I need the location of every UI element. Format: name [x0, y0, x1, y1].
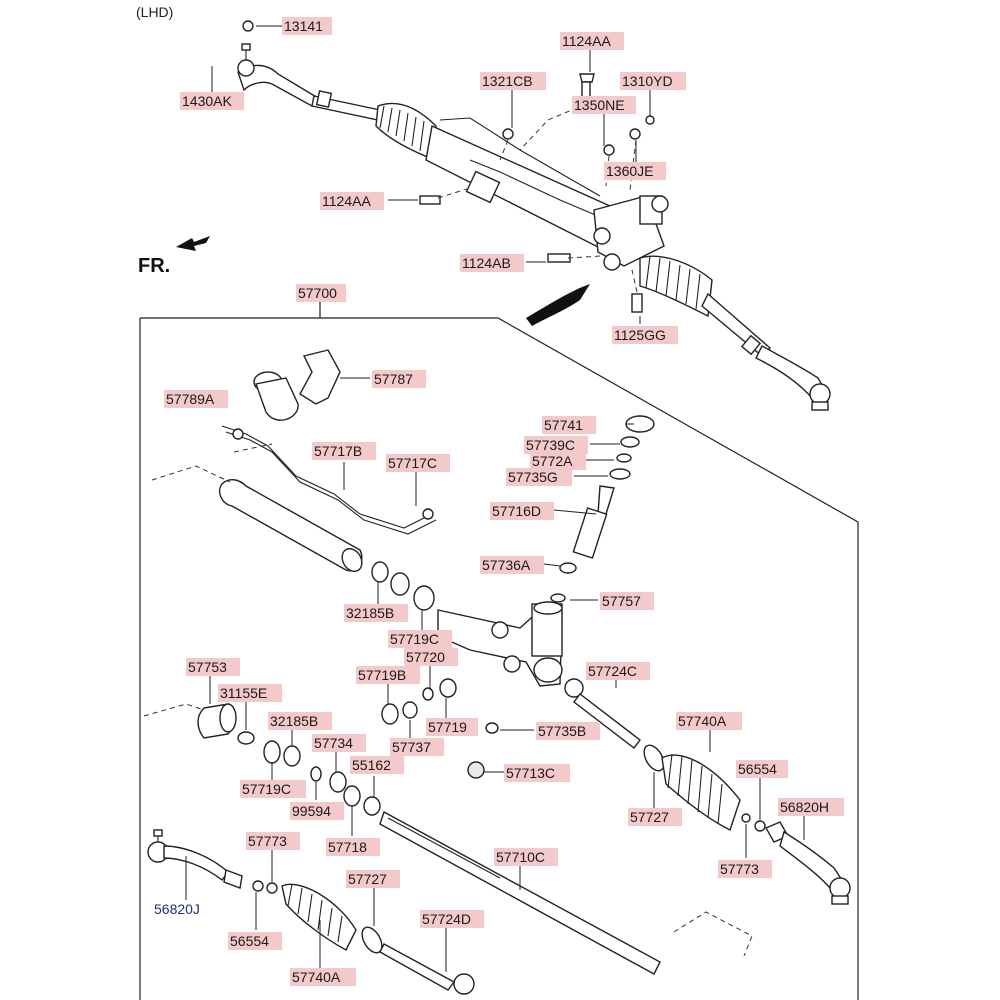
part-label-57734: 57734 — [314, 735, 353, 751]
part-label-57719B: 57719B — [358, 667, 406, 683]
part-label-1360JE: 1360JE — [606, 163, 653, 179]
part-label-57700: 57700 — [298, 285, 337, 301]
part-label-57716D: 57716D — [492, 503, 541, 519]
part-label-55162: 55162 — [352, 757, 391, 773]
exploded-parts — [143, 349, 851, 995]
part-label-56554-right: 56554 — [738, 761, 777, 777]
part-label-57719C-a: 57719C — [390, 631, 439, 647]
part-label-56820H: 56820H — [780, 799, 829, 815]
part-label-57724C: 57724C — [588, 663, 637, 679]
part-label-1310YD: 1310YD — [622, 73, 673, 89]
part-label-57713C: 57713C — [506, 765, 555, 781]
part-label-32185B-b: 32185B — [270, 713, 318, 729]
part-label-57718: 57718 — [328, 839, 367, 855]
part-label-1124AA-top: 1124AA — [562, 33, 611, 49]
part-label-1321CB: 1321CB — [482, 73, 533, 89]
part-label-57727-left: 57727 — [348, 871, 387, 887]
part-label-1124AB: 1124AB — [462, 255, 511, 271]
part-label-57787: 57787 — [374, 371, 413, 387]
part-label-57741: 57741 — [544, 417, 583, 433]
part-label-57737: 57737 — [392, 739, 431, 755]
part-label-56554-left: 56554 — [230, 933, 269, 949]
part-label-57757: 57757 — [602, 593, 641, 609]
part-label-57735B: 57735B — [538, 723, 586, 739]
part-label-57719C-b: 57719C — [242, 781, 291, 797]
front-arrow-icon — [176, 236, 210, 251]
part-label-57724D: 57724D — [422, 911, 471, 927]
part-label-57727-right: 57727 — [630, 809, 669, 825]
part-label-57717C: 57717C — [388, 455, 437, 471]
part-label-57739C: 57739C — [526, 437, 575, 453]
part-label-57710C: 57710C — [496, 849, 545, 865]
part-label-1125GG: 1125GG — [614, 327, 666, 343]
part-label-57719: 57719 — [428, 719, 467, 735]
part-label-57789A: 57789A — [166, 391, 215, 407]
part-label-5772A: 5772A — [532, 453, 573, 469]
part-label-57740A-left: 57740A — [292, 969, 341, 985]
part-label-99594: 99594 — [292, 803, 331, 819]
section-arrow-icon — [526, 284, 590, 326]
steering-gear-assembly — [237, 20, 831, 411]
part-labels: 13141 1430AK 1124AA 1321CB 1310YD 1350NE… — [154, 17, 844, 986]
leader-lines — [185, 25, 805, 972]
part-label-1430AK: 1430AK — [182, 93, 232, 109]
part-label-31155E: 31155E — [220, 685, 267, 701]
variant-label: (LHD) — [136, 4, 173, 20]
part-label-57720: 57720 — [406, 649, 445, 665]
part-label-57773-right: 57773 — [720, 861, 759, 877]
part-label-57735G: 57735G — [508, 469, 558, 485]
part-label-57717B: 57717B — [314, 443, 362, 459]
part-label-57736A: 57736A — [482, 557, 531, 573]
part-label-57753: 57753 — [188, 659, 227, 675]
front-direction-label: FR. — [138, 255, 170, 277]
part-label-57773-left: 57773 — [248, 833, 287, 849]
part-label-57740A-right: 57740A — [678, 713, 727, 729]
part-label-32185B-a: 32185B — [346, 605, 394, 621]
part-label-56820J: 56820J — [154, 901, 200, 917]
part-label-1350NE: 1350NE — [574, 97, 625, 113]
part-label-1124AA-left: 1124AA — [322, 193, 371, 209]
part-label-13141: 13141 — [284, 18, 323, 34]
